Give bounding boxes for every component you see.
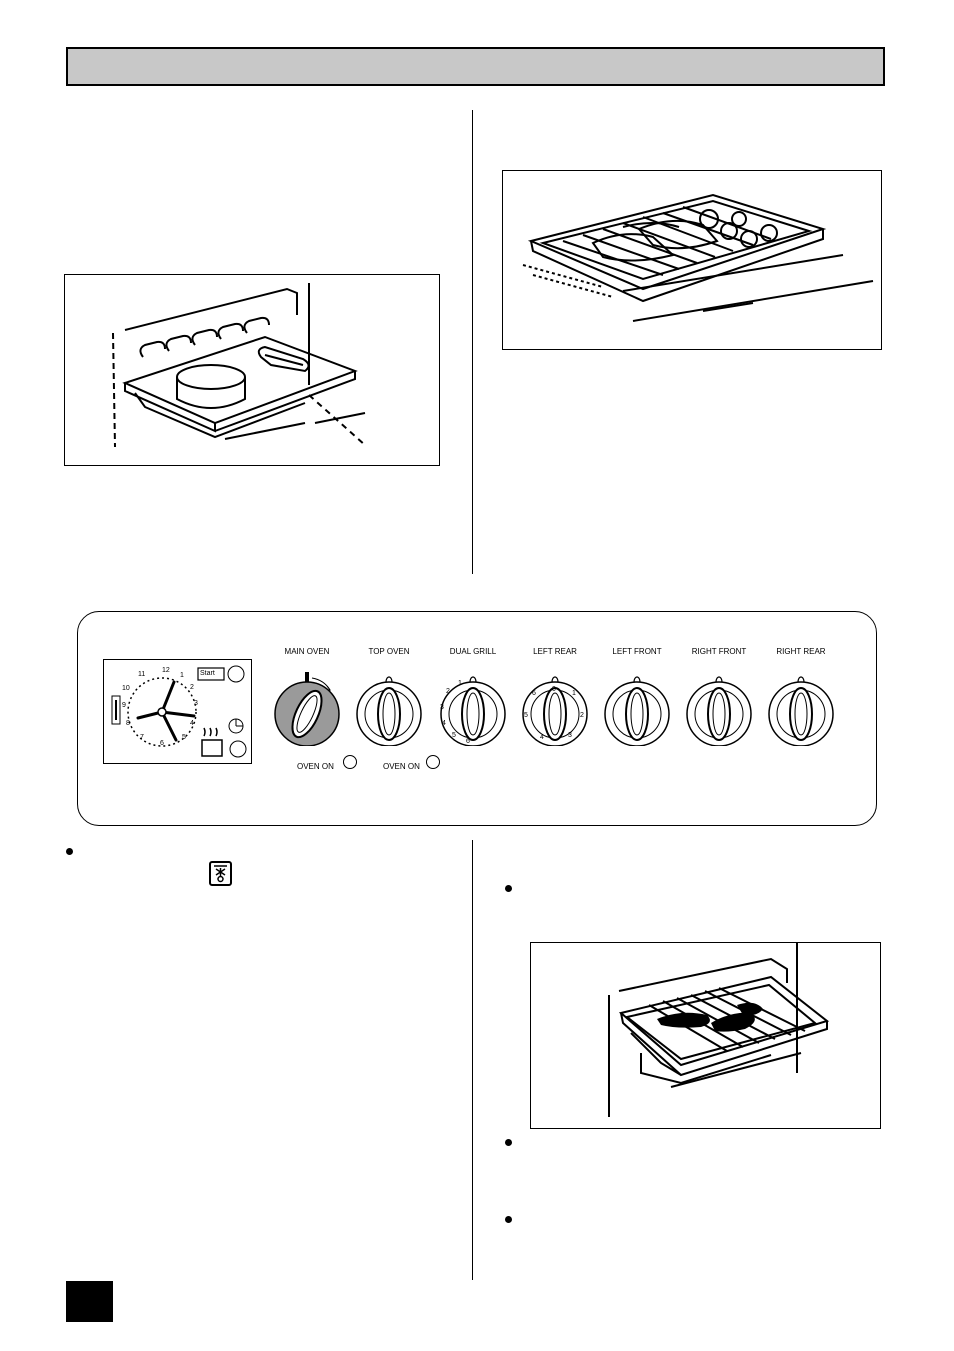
knob-label-right-rear: RIGHT REAR	[776, 647, 826, 656]
page-number-block	[66, 1281, 113, 1322]
knob-label-left-front: LEFT FRONT	[612, 647, 662, 656]
grill-scale-number: 6	[466, 738, 470, 745]
clock-face	[111, 665, 247, 758]
clock-number: 9	[122, 702, 126, 709]
knob-scale-number: 6	[532, 690, 536, 697]
grill-pan-fish-illustration	[522, 193, 874, 322]
oven-on-light-main	[343, 755, 357, 769]
clock-number: 5	[182, 734, 186, 741]
figure-oven-shelf	[64, 274, 440, 466]
column-divider-top	[472, 110, 473, 574]
clock-timer: Start 12 1 2 3 4 5 6 7 8 9 10 11	[103, 659, 252, 764]
clock-number: 8	[126, 720, 130, 727]
dual-grill-knob[interactable]	[438, 670, 508, 746]
oven-shelf-illustration	[112, 283, 366, 448]
grill-scale-number: 1	[458, 680, 462, 687]
column-divider-bottom	[472, 840, 473, 1280]
knob-label-dual-grill: DUAL GRILL	[449, 647, 497, 656]
knob-scale-number: 0	[552, 686, 556, 693]
bullet-point	[505, 1139, 512, 1146]
clock-number: 2	[190, 684, 194, 691]
figure-grill-pan-fish	[502, 170, 882, 350]
clock-number: 6	[160, 740, 164, 747]
oven-on-label-main: OVEN ON	[297, 762, 334, 771]
grill-pan-oven-illustration	[608, 943, 830, 1117]
clock-number: 4	[190, 720, 194, 727]
bullet-point	[505, 885, 512, 892]
page-header-bar	[66, 47, 885, 86]
knob-label-left-rear: LEFT REAR	[533, 647, 577, 656]
control-panel	[77, 611, 877, 826]
bullet-point	[505, 1216, 512, 1223]
bullet-point	[66, 848, 73, 855]
knob-scale-number: 3	[568, 732, 572, 739]
clock-number: 10	[122, 685, 130, 692]
right-rear-knob[interactable]	[766, 670, 836, 746]
clock-number: 3	[194, 700, 198, 707]
clock-number: 12	[162, 667, 170, 674]
grill-scale-number: 5	[452, 732, 456, 739]
knob-label-top-oven: TOP OVEN	[368, 647, 410, 656]
oven-on-label-top: OVEN ON	[383, 762, 420, 771]
oven-symbol-icon	[209, 861, 232, 886]
oven-on-light-top	[426, 755, 440, 769]
grill-scale-number: 3	[440, 704, 444, 711]
top-oven-knob[interactable]	[354, 670, 424, 746]
left-front-knob[interactable]	[602, 670, 672, 746]
knob-scale-number: 5	[524, 712, 528, 719]
knob-scale-number: 2	[580, 712, 584, 719]
clock-number: 11	[138, 671, 146, 678]
grill-scale-number: 4	[442, 720, 446, 727]
main-oven-knob[interactable]	[272, 670, 342, 746]
figure-grill-pan-in-oven	[530, 942, 881, 1129]
clock-number: 7	[140, 734, 144, 741]
left-rear-knob[interactable]	[520, 670, 590, 746]
grill-scale-number: 2	[446, 688, 450, 695]
clock-number: 1	[180, 672, 184, 679]
right-front-knob[interactable]	[684, 670, 754, 746]
timer-start-label: Start	[200, 670, 215, 677]
knob-scale-number: 4	[540, 734, 544, 741]
knob-label-main-oven: MAIN OVEN	[284, 647, 330, 656]
knob-scale-number: 1	[572, 690, 576, 697]
knob-label-right-front: RIGHT FRONT	[691, 647, 747, 656]
